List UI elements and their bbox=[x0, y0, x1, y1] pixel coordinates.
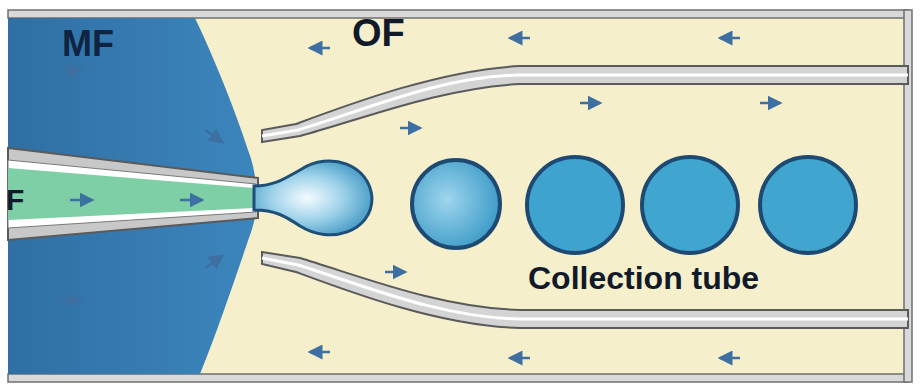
region-label: OF bbox=[352, 14, 405, 52]
outer-fluid-ground bbox=[8, 14, 908, 380]
region-label: Collection tube bbox=[528, 262, 759, 294]
droplets bbox=[412, 157, 856, 253]
outer-capillary-wall bbox=[8, 10, 912, 382]
region-label: MF bbox=[62, 26, 114, 62]
middle-fluid-region bbox=[8, 18, 257, 374]
injection-tube bbox=[8, 148, 258, 240]
forming-droplet bbox=[254, 161, 372, 235]
region-label: F bbox=[6, 185, 24, 215]
flow-arrows bbox=[60, 38, 780, 358]
